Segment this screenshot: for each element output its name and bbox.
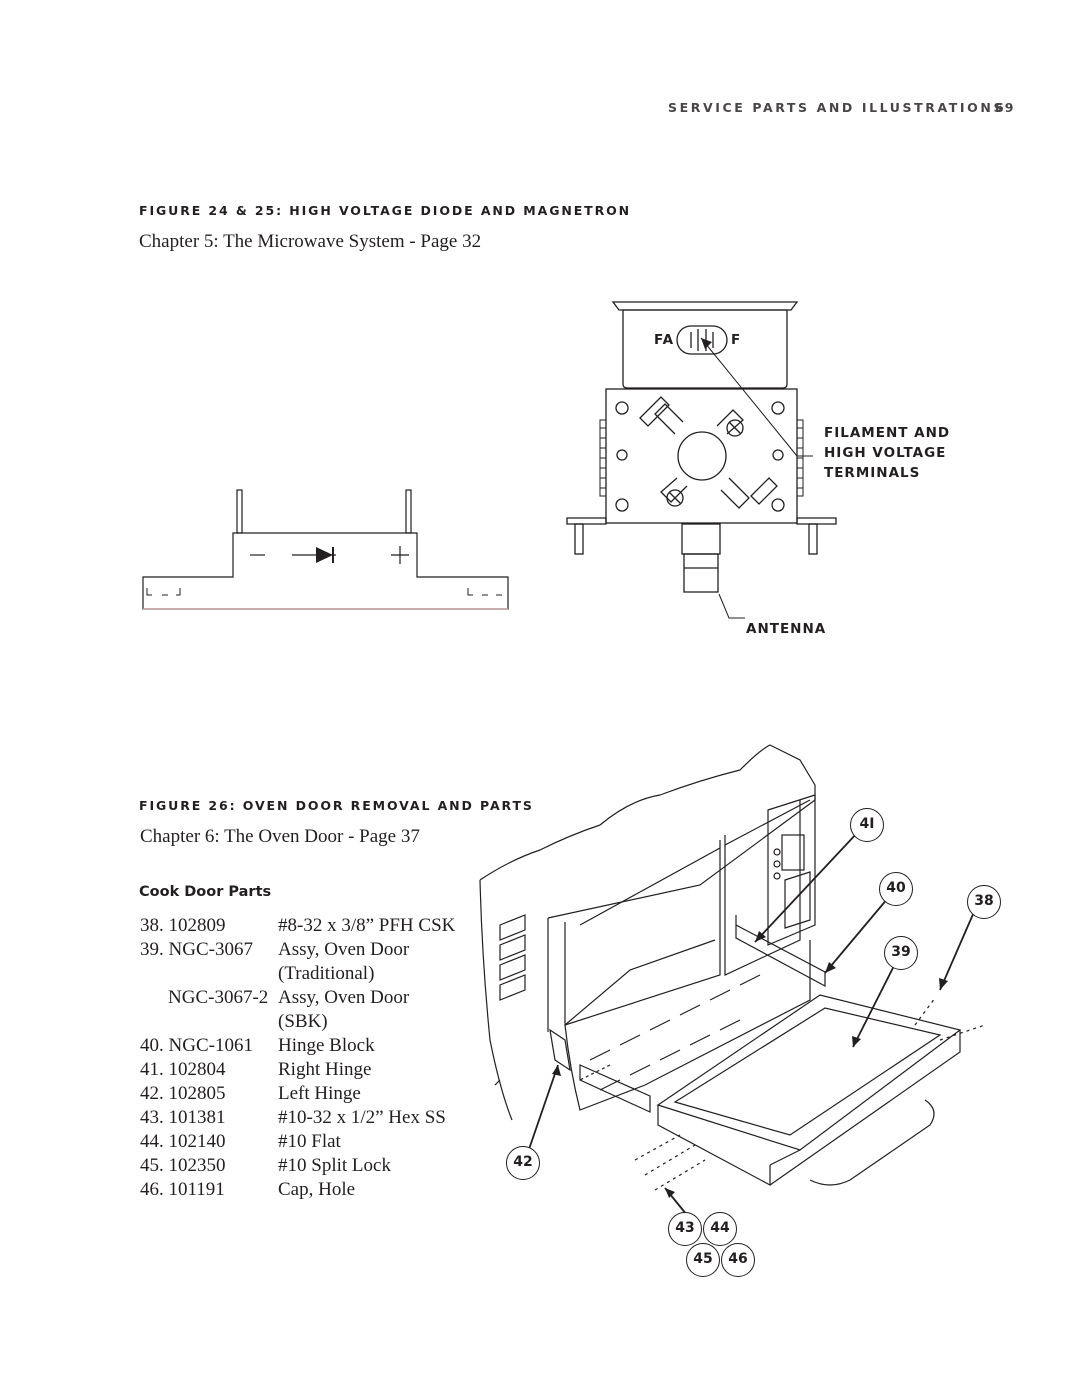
- callout-38: 38: [967, 885, 1001, 919]
- figure-24-25-title: FIGURE 24 & 25: HIGH VOLTAGE DIODE AND M…: [139, 203, 631, 218]
- section-title: SERVICE PARTS AND ILLUSTRATIONS: [668, 100, 1006, 115]
- running-header: SERVICE PARTS AND ILLUSTRATIONS 69: [0, 100, 1080, 116]
- parts-heading: Cook Door Parts: [139, 884, 272, 900]
- oven-door-drawing: [479, 744, 986, 1221]
- callout-40: 40: [879, 872, 913, 906]
- callout-45: 45: [686, 1243, 720, 1277]
- callout-46: 46: [721, 1243, 755, 1277]
- figure-26-chapter-ref: Chapter 6: The Oven Door - Page 37: [140, 826, 420, 847]
- callout-39: 39: [884, 936, 918, 970]
- label-fa: FA: [654, 332, 675, 348]
- label-terminals-2: HIGH VOLTAGE: [824, 445, 947, 461]
- callout-44: 44: [703, 1212, 737, 1246]
- callout-41: 4I: [850, 808, 884, 842]
- callout-42: 42: [506, 1146, 540, 1180]
- label-f: F: [731, 332, 742, 348]
- label-terminals-3: TERMINALS: [824, 465, 921, 481]
- callout-43: 43: [668, 1212, 702, 1246]
- page-number: 69: [995, 100, 1015, 115]
- figure-26-title: FIGURE 26: OVEN DOOR REMOVAL AND PARTS: [139, 798, 534, 813]
- figure-24-25-chapter-ref: Chapter 5: The Microwave System - Page 3…: [139, 231, 482, 252]
- label-terminals-1: FILAMENT AND: [824, 425, 951, 441]
- diode-drawing: [142, 489, 509, 610]
- label-antenna: ANTENNA: [746, 621, 827, 637]
- magnetron-drawing: [566, 301, 837, 619]
